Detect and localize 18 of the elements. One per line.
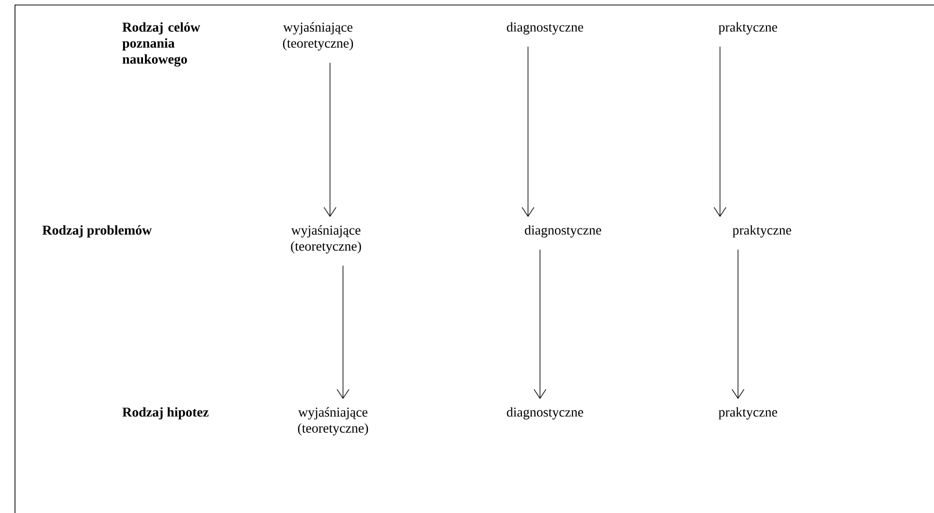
row-heading: Rodzaj celów poznania naukowego: [122, 22, 200, 67]
arrow: [522, 46, 534, 217]
arrow: [714, 46, 726, 217]
row-heading: Rodzaj hipotez: [122, 407, 209, 420]
category-text: wyjaśniające (teoretyczne): [291, 225, 362, 254]
arrow: [324, 62, 336, 217]
category-text: diagnostyczne: [506, 22, 584, 34]
category-text: wyjaśniające (teoretyczne): [298, 407, 368, 436]
category-text: praktyczne: [718, 407, 778, 420]
category-text: praktyczne: [732, 225, 792, 238]
category-text: diagnostyczne: [506, 407, 584, 420]
arrow: [732, 249, 744, 399]
row-heading: Rodzaj problemów: [42, 225, 152, 238]
arrow: [534, 249, 546, 399]
category-text: diagnostyczne: [524, 225, 602, 238]
arrow: [336, 265, 350, 399]
category-text: wyjaśniające (teoretyczne): [283, 22, 354, 50]
category-text: praktyczne: [718, 22, 778, 34]
